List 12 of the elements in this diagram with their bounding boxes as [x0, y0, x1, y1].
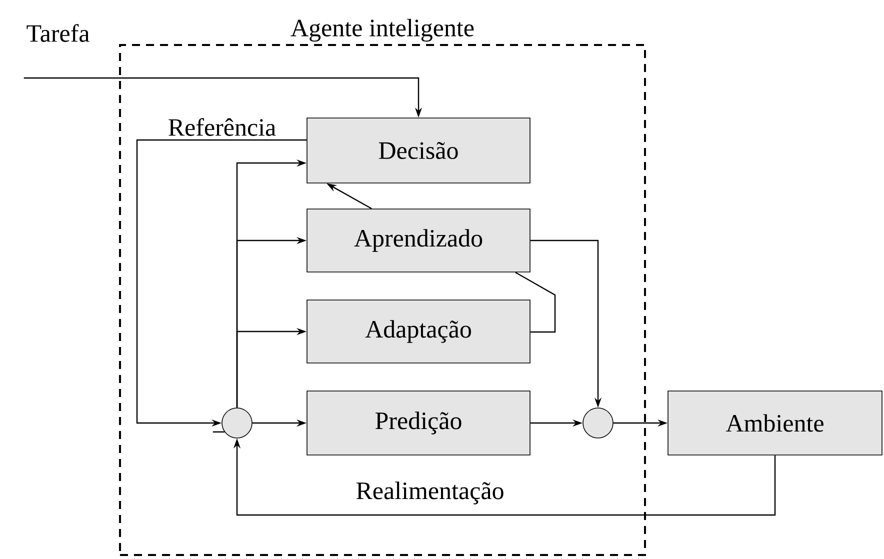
process-box: Decisão: [306, 118, 530, 184]
summing-circle: [582, 408, 614, 438]
edge-label: Realimentação: [356, 482, 504, 504]
edge-label: Referência: [168, 118, 276, 136]
minus-sign: −: [212, 431, 224, 433]
summing-circle: [222, 408, 252, 438]
process-box: Adaptação: [306, 300, 530, 364]
node-label: Agente inteligente: [290, 18, 474, 42]
process-box: Ambiente: [668, 390, 882, 456]
process-box: Aprendizado: [306, 208, 530, 272]
input-label: Tarefa: [26, 24, 90, 42]
process-box: Predição: [306, 390, 530, 456]
